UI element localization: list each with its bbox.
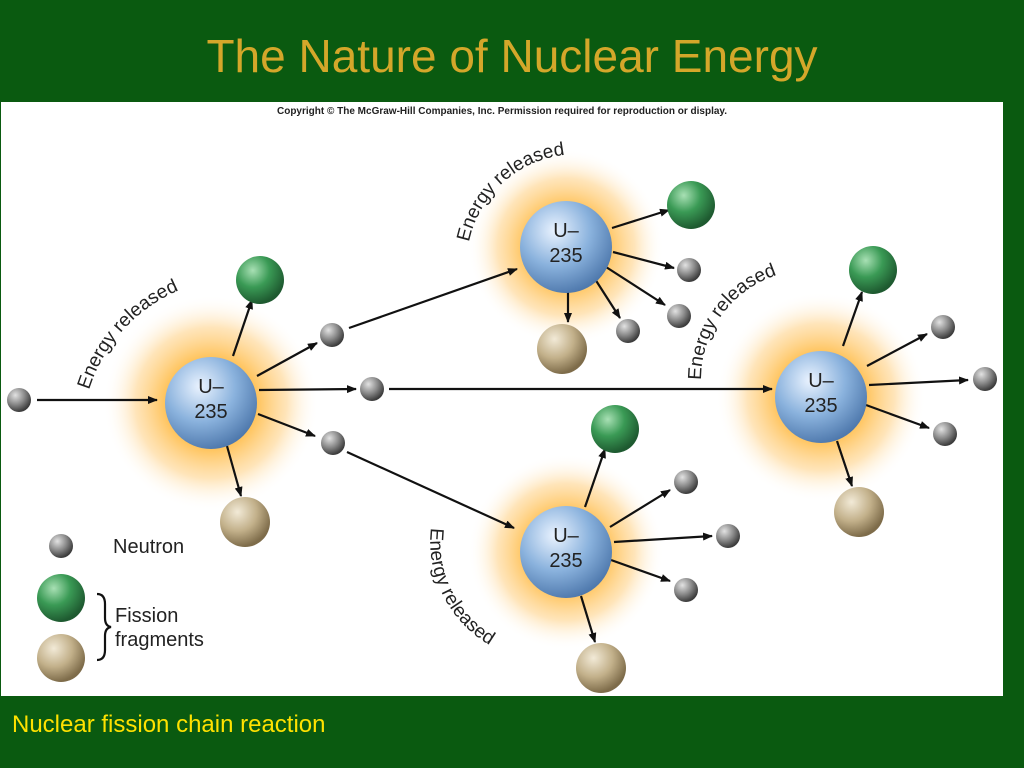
nucleus-2: U– 235 [520,201,612,293]
legend-green-fragment-swatch [37,574,85,622]
fragment-tan-2 [537,324,587,374]
nucleus-2-label-top: U– [553,220,579,242]
arrow-n1-down [257,412,316,438]
fragment-tan-3 [834,487,884,537]
neutrons [7,258,997,602]
nucleus-4-label-bottom: 235 [549,550,582,572]
fragment-tan-4 [576,643,626,693]
neutron-n3-2 [973,367,997,391]
legend-neutron-label: Neutron [113,536,184,558]
nucleus-3-label-top: U– [808,370,834,392]
arrow-n4-n3 [610,558,671,583]
chain-reaction-figure: Copyright © The McGraw-Hill Companies, I… [1,102,1003,696]
neutron-n2-1 [677,258,701,282]
arrow-n1-up [256,342,318,377]
arrow-n4-tan [579,595,597,643]
arrow-n3-n1 [866,333,928,367]
neutron-n4-1 [674,470,698,494]
arrow-n3-tan [835,440,854,487]
arrow-n2-n1 [612,250,675,270]
neutron-n3-1 [931,315,955,339]
nucleus-1-label-top: U– [198,376,224,398]
arrow-n2-green [611,208,670,230]
fission-fragments [220,181,897,693]
fragment-tan-1 [220,497,270,547]
nucleus-3: U– 235 [775,351,867,443]
arrow-n2-n2 [605,266,666,306]
arrow-n1-tan [225,445,243,497]
legend-fission-label-line2: fragments [115,629,204,651]
nucleus-4-label-top: U– [553,525,579,547]
legend-neutron-swatch [49,534,73,558]
fragment-green-1 [236,256,284,304]
arrow-to-n2 [348,267,518,330]
fragment-green-3 [849,246,897,294]
arrow-n1-mid [258,385,357,394]
legend-brace [96,592,112,662]
arrow-n2-n3 [594,278,621,319]
legend-fission-label-line1: Fission [115,605,178,627]
neutron-n2-3 [616,319,640,343]
fragment-green-4 [591,405,639,453]
neutron-n4-3 [674,578,698,602]
slide-title: The Nature of Nuclear Energy [206,30,818,82]
arrow-n3-green [841,291,864,347]
arrow-n4-n2 [613,532,713,544]
neutron-n1-down [321,431,345,455]
legend-tan-fragment-swatch [37,634,85,682]
nucleus-1: U– 235 [165,357,257,449]
fragment-green-2 [667,181,715,229]
neutron-n4-2 [716,524,740,548]
copyright-notice: Copyright © The McGraw-Hill Companies, I… [277,106,727,117]
neutron-n1-mid [360,377,384,401]
arrow-n3-n2 [868,376,969,387]
uranium-nuclei: U– 235 U– 235 U– 235 U– 235 [165,201,867,598]
slide-caption: Nuclear fission chain reaction [12,711,326,738]
nucleus-3-label-bottom: 235 [804,395,837,417]
neutron-n1-up [320,323,344,347]
nucleus-1-label-bottom: 235 [194,401,227,423]
reaction-arrows [37,208,969,643]
neutron-n3-3 [933,422,957,446]
arrow-n4-n1 [609,489,671,528]
arrow-n1-green [231,299,254,357]
neutron-incoming [7,388,31,412]
arrow-n3-n3 [865,403,930,430]
nucleus-4: U– 235 [520,506,612,598]
neutron-n2-2 [667,304,691,328]
arrow-to-n4 [346,450,515,530]
legend: Neutron Fission fragments [37,534,204,682]
nucleus-2-label-bottom: 235 [549,245,582,267]
arrow-n4-green [583,448,607,508]
